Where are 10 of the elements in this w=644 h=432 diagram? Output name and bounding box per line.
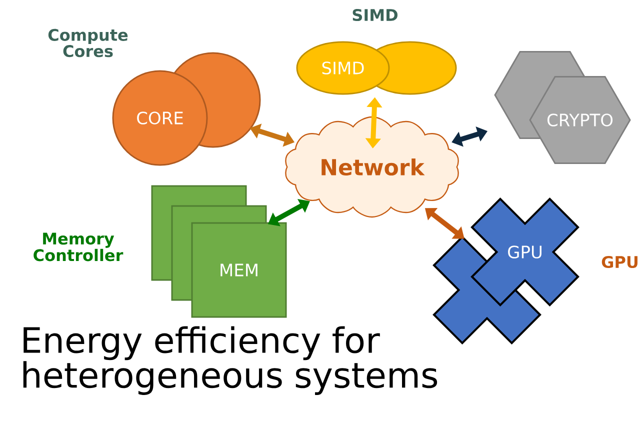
cross-pair: GPU [432,198,580,344]
network-cloud: Network [285,116,459,218]
group-label: SIMD [352,8,398,22]
group-label: Memory Controller [34,232,124,262]
square-stack: MEM [151,185,287,318]
group-label: GPU [602,256,638,268]
ellipse-pair: SIMD [296,41,457,95]
node-label: SIMD [322,62,364,74]
hexagon-pair: CRYPTO [494,50,631,164]
circle-pair: CORE [112,52,261,166]
